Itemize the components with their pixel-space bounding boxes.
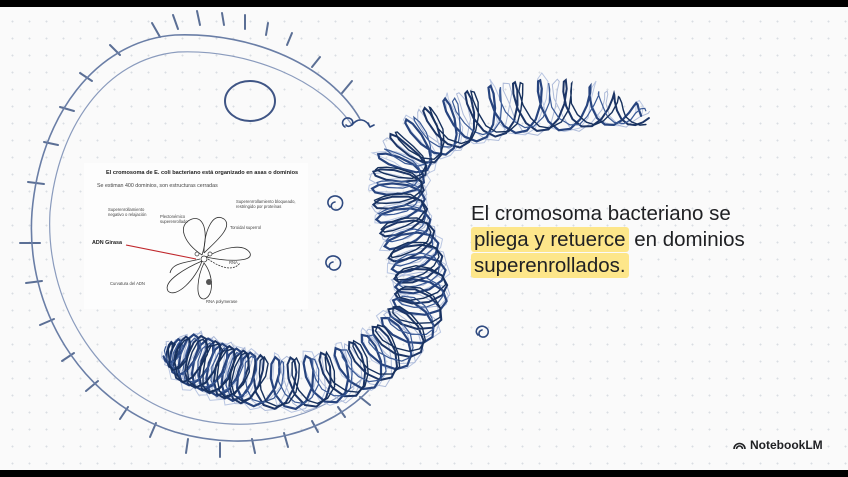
plasmid — [225, 81, 275, 121]
twist-swirls — [326, 118, 488, 337]
slide-caption: El cromosoma bacteriano se pliega y retu… — [471, 201, 811, 279]
caption-highlight-2-text: superenrollados — [474, 254, 620, 277]
diagram-drawing — [84, 163, 308, 309]
label-plectonemic: Plectonémico superenrollado — [160, 214, 208, 224]
domain-diagram: El cromosoma de E. coli bacteriano está … — [84, 163, 308, 309]
label-toroidal: Toroidal superrol — [230, 225, 280, 230]
caption-line-2-rest: en dominios — [629, 228, 745, 251]
slide: El cromosoma de E. coli bacteriano está … — [0, 7, 848, 470]
caption-period: . — [620, 254, 626, 277]
caption-line-1: El cromosoma bacteriano se — [471, 201, 811, 227]
label-gyrase: ADN Girasa — [92, 241, 122, 246]
caption-line-3: superenrollados. — [471, 253, 811, 279]
label-rna: RNA — [229, 260, 238, 265]
brand-watermark: NotebookLM — [733, 438, 823, 452]
label-polymerase: RNA polymerase — [206, 299, 237, 304]
notebooklm-logo-icon — [733, 440, 746, 450]
caption-highlight-1: pliega y retuerce — [471, 227, 629, 252]
label-superenrolled: Superenrollamiento negativo o relajación — [108, 207, 160, 217]
label-curvature: Curvatura del ADN — [110, 281, 145, 286]
brand-name: NotebookLM — [750, 438, 823, 452]
label-relaxed: Superenrrollamiento bloqueado, restringi… — [236, 199, 302, 209]
caption-highlight-2: superenrollados. — [471, 253, 629, 278]
caption-line-2: pliega y retuerce en dominios — [471, 227, 811, 253]
